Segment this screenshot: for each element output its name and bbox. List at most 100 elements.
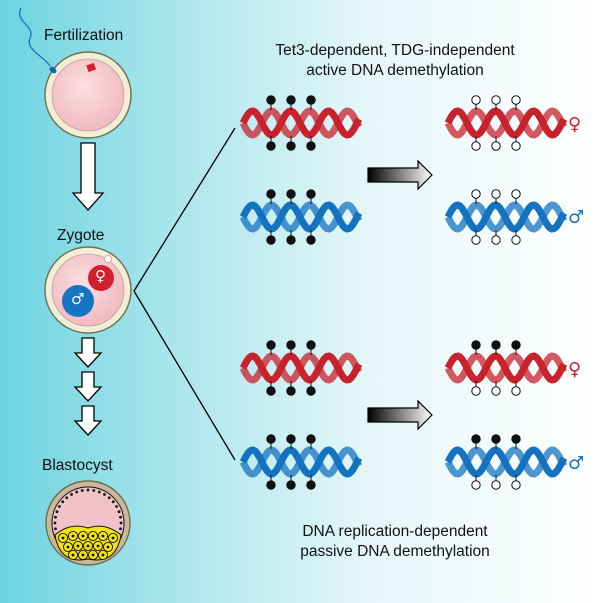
- unmethylated-cpg-marker: [491, 386, 501, 396]
- sperm: [19, 7, 57, 74]
- unmethylated-cpg-marker: [511, 95, 521, 105]
- unmethylated-cpg-marker: [471, 480, 481, 490]
- male-symbol-passive: ♂: [568, 453, 585, 474]
- methylated-cpg-marker: [471, 434, 481, 444]
- trophectoderm-nucleus: [119, 521, 123, 525]
- dna-strand-front: [239, 352, 363, 384]
- maternal-dna-active-before: [239, 95, 363, 151]
- methylated-cpg-marker: [471, 340, 481, 350]
- methylated-cpg-marker: [266, 95, 276, 105]
- active-demethylation-title-line1: Tet3-dependent, TDG-independent: [275, 42, 515, 59]
- dna-strand-front: [444, 201, 568, 233]
- stage-arrow-2: [73, 337, 103, 368]
- trophectoderm-nucleus: [75, 490, 79, 494]
- methylated-cpg-marker: [286, 141, 296, 151]
- inner-cell-mass-nucleus: [111, 536, 115, 540]
- branch-line-bottom: [133, 290, 236, 461]
- methylated-cpg-marker: [306, 434, 316, 444]
- trophectoderm-nucleus: [80, 489, 84, 492]
- methylated-cpg-marker: [286, 434, 296, 444]
- inner-cell-mass-nucleus: [66, 545, 70, 549]
- methylated-cpg-marker: [266, 340, 276, 350]
- maternal-dna-active-after: [444, 95, 568, 151]
- inner-cell-mass-nucleus: [101, 553, 105, 557]
- trophectoderm-nucleus: [54, 515, 57, 519]
- unmethylated-cpg-marker: [471, 189, 481, 199]
- methylated-cpg-marker: [286, 235, 296, 245]
- methylated-cpg-marker: [286, 189, 296, 199]
- methylated-cpg-marker: [266, 141, 276, 151]
- inner-cell-mass-nucleus: [81, 553, 85, 557]
- dna-strand-front: [239, 446, 363, 478]
- passive-demethylation-title-line1: DNA replication-dependent: [302, 523, 488, 540]
- blastocyst-label: Blastocyst: [42, 457, 113, 474]
- zygote-male-pronucleus-symbol: ♂: [71, 290, 85, 308]
- trophectoderm-nucleus: [61, 500, 65, 504]
- dna-strand-front: [444, 446, 568, 478]
- trophectoderm-nucleus: [111, 500, 115, 504]
- dna-strand-front: [444, 107, 568, 139]
- dna-strand-front: [239, 107, 363, 139]
- inner-cell-mass-nucleus: [91, 553, 95, 557]
- trophectoderm-nucleus: [117, 510, 121, 514]
- dna-strand-front: [444, 352, 568, 384]
- unmethylated-cpg-marker: [491, 189, 501, 199]
- stage-arrow-3: [73, 371, 103, 402]
- trophectoderm-nucleus: [58, 505, 61, 508]
- zygote-label: Zygote: [57, 227, 105, 244]
- inner-cell-mass-nucleus: [106, 545, 110, 549]
- inner-cell-mass-nucleus: [61, 536, 65, 540]
- trophectoderm-nucleus: [107, 496, 111, 500]
- inner-cell-mass-cells: [57, 530, 119, 561]
- female-symbol-active: ♀: [568, 114, 582, 135]
- trophectoderm-nucleus: [55, 510, 59, 514]
- methylated-cpg-marker: [286, 480, 296, 490]
- inner-cell-mass-nucleus: [76, 544, 80, 548]
- unmethylated-cpg-marker: [511, 480, 521, 490]
- unmethylated-cpg-marker: [471, 95, 481, 105]
- methylated-cpg-marker: [286, 340, 296, 350]
- fertilization-egg: [44, 51, 132, 139]
- methylated-cpg-marker: [491, 434, 501, 444]
- unmethylated-cpg-marker: [471, 141, 481, 151]
- unmethylated-cpg-marker: [491, 95, 501, 105]
- methylated-cpg-marker: [266, 235, 276, 245]
- unmethylated-cpg-marker: [471, 386, 481, 396]
- methylated-cpg-marker: [266, 189, 276, 199]
- methylated-cpg-marker: [306, 480, 316, 490]
- male-symbol-active: ♂: [568, 207, 585, 228]
- methylated-cpg-marker: [306, 141, 316, 151]
- trophectoderm-nucleus: [92, 489, 96, 492]
- methylated-cpg-marker: [306, 189, 316, 199]
- trophectoderm-nucleus: [86, 488, 90, 492]
- stage-arrow-1: [71, 142, 105, 211]
- inner-cell-mass-nucleus: [101, 534, 105, 538]
- dna-helices: [239, 95, 568, 490]
- trophectoderm-nucleus: [119, 527, 122, 531]
- maternal-dna-passive-after: [444, 340, 568, 396]
- methylated-cpg-marker: [511, 434, 521, 444]
- zygote-female-pronucleus-symbol: ♀: [95, 267, 106, 285]
- unmethylated-cpg-marker: [491, 480, 501, 490]
- methylated-cpg-marker: [286, 386, 296, 396]
- unmethylated-cpg-marker: [511, 235, 521, 245]
- methylated-cpg-marker: [306, 235, 316, 245]
- trophectoderm-nucleus: [103, 493, 106, 496]
- inner-cell-mass-nucleus: [71, 534, 75, 538]
- active-process-arrow: [367, 159, 433, 191]
- unmethylated-cpg-marker: [471, 235, 481, 245]
- paternal-dna-active-after: [444, 189, 568, 245]
- trophectoderm-nucleus: [65, 496, 69, 500]
- dna-strand-front: [239, 201, 363, 233]
- methylated-cpg-marker: [266, 480, 276, 490]
- inner-cell-mass-nucleus: [91, 534, 95, 538]
- maternal-dna-passive-before: [239, 340, 363, 396]
- paternal-dna-passive-after: [444, 434, 568, 490]
- trophectoderm-nucleus: [119, 515, 122, 519]
- active-demethylation-title-line2: active DNA demethylation: [306, 62, 484, 79]
- inner-cell-mass-nucleus: [81, 534, 85, 538]
- unmethylated-cpg-marker: [491, 235, 501, 245]
- trophectoderm-nucleus: [97, 490, 101, 494]
